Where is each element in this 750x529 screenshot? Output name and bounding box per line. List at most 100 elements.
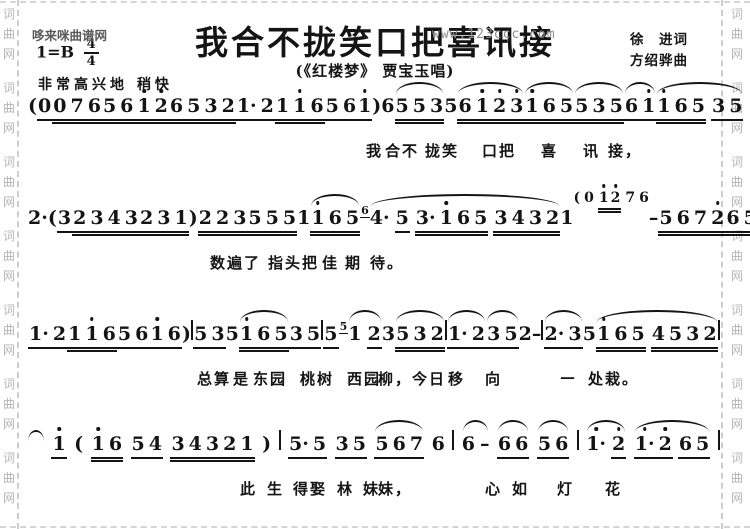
note: 6 (392, 433, 406, 455)
paren-symbol: ( (573, 190, 581, 206)
note: 3 (528, 207, 543, 229)
note: 1 (137, 95, 151, 117)
note: 6 (678, 433, 693, 455)
paren-symbol: ) (188, 207, 198, 229)
note: 6 (458, 95, 472, 117)
side-watermark-char: 词 (731, 303, 744, 317)
lyric-syllable: 待。 (370, 254, 405, 272)
note: 1 (642, 95, 656, 117)
side-watermark-char: 网 (3, 195, 16, 209)
grace-note: 5 (338, 320, 349, 334)
left-dashed-line (17, 0, 19, 529)
note: 1 (560, 207, 574, 229)
note: 6 (169, 95, 184, 117)
note: 1 (275, 95, 290, 117)
note: 5 (345, 207, 360, 229)
note: 6 (120, 95, 134, 117)
lyric-syllable: 西园 (347, 370, 382, 388)
side-watermark-char: 词 (731, 229, 744, 243)
note: 1 (598, 190, 609, 206)
note: 5 (325, 95, 339, 117)
note: 2 (154, 95, 168, 117)
note: 5 (537, 433, 552, 455)
note: 3 (413, 323, 427, 345)
note: 2 (711, 207, 725, 229)
note: 1 (85, 323, 99, 345)
note: 5 (444, 95, 458, 117)
top-dashed-line (0, 1, 750, 3)
lyric-syllable: 向 (485, 370, 503, 388)
note: 6 (624, 95, 639, 117)
note: 1 (525, 95, 539, 117)
note: 2 (658, 433, 672, 455)
lyrics-row: 数遍了指头把佳期待。 (28, 252, 720, 272)
note: 3 (711, 95, 726, 117)
note: 5 (265, 207, 279, 229)
note: 6 (328, 207, 342, 229)
note: 4· (369, 207, 390, 229)
note: 2 (52, 323, 67, 345)
lyric-syllable: 期 (345, 254, 363, 272)
note: 5 (312, 433, 327, 455)
note: 2 (260, 95, 274, 117)
beam-group: 5·5 (287, 433, 328, 459)
note: 7 (625, 190, 636, 206)
paren-symbol: ) (181, 323, 191, 345)
note: 5 (375, 433, 389, 455)
lyric-syllable: — (560, 368, 577, 386)
note: 4 (511, 207, 525, 229)
side-watermark-char: 网 (3, 417, 16, 431)
note: 4 (107, 207, 121, 229)
side-watermark-char: 网 (731, 269, 744, 283)
note: 2 (215, 207, 230, 229)
note: 6 (87, 95, 101, 117)
note: 5 (102, 95, 117, 117)
note: 6 (135, 323, 149, 345)
lyric-syllable: 拢笑 (425, 142, 460, 160)
note: 6 (614, 323, 628, 345)
note: 6 (108, 433, 123, 455)
note: 5 (609, 95, 623, 117)
slur-group: 1·2 (586, 420, 627, 459)
lyric-syllable: 妹 (363, 480, 381, 498)
note: 2 (140, 207, 154, 229)
note: 2 (367, 323, 381, 345)
beam-group: 5 (394, 207, 410, 233)
lyric-syllable: 花 (605, 480, 623, 498)
note: 1 (311, 207, 325, 229)
note: 5 (575, 95, 589, 117)
note: 0 (53, 95, 67, 117)
note: 2 (612, 433, 626, 455)
note: 3 (494, 207, 508, 229)
side-watermark-char: 曲 (3, 323, 16, 337)
side-watermark-char: 网 (731, 491, 744, 505)
lyricist-credit: 徐 进词 (630, 32, 688, 48)
note: 2 (610, 190, 621, 206)
barline (717, 320, 720, 340)
note: 5 (395, 95, 409, 117)
note: 6 (310, 95, 324, 117)
note: 3 (171, 433, 185, 455)
side-watermark-char: 曲 (731, 249, 744, 263)
note: 5 (744, 207, 750, 229)
paren-symbol: ( (47, 207, 57, 229)
